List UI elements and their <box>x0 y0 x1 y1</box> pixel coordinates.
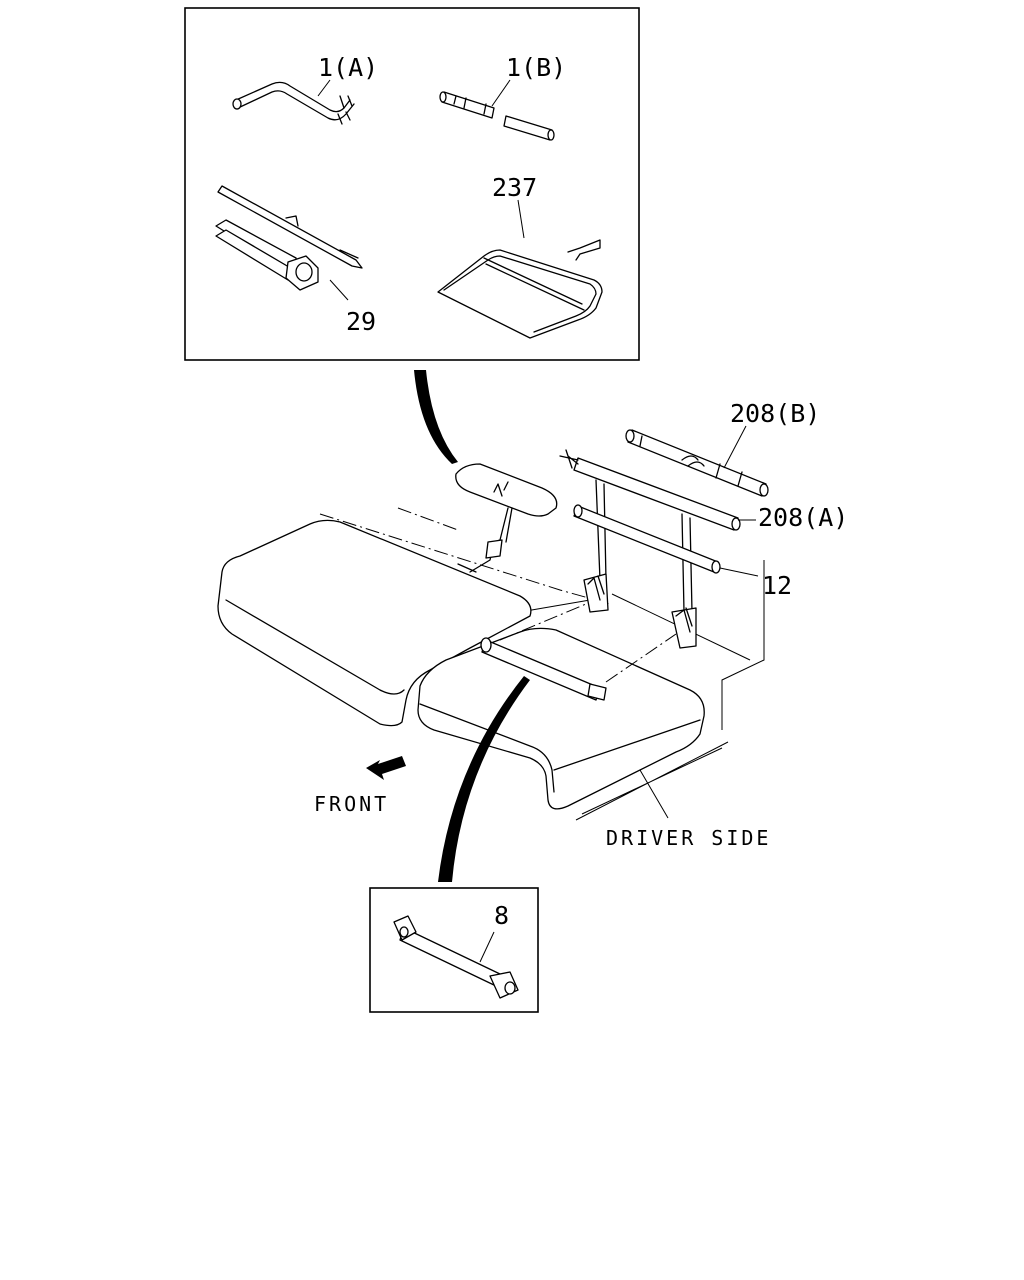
right-seat-cushion <box>417 627 705 810</box>
driver-side-caption: DRIVER SIDE <box>606 826 771 850</box>
wrench-inset-frame <box>369 887 539 1013</box>
rod-208a-part <box>559 449 741 531</box>
rod-208b-part <box>625 429 769 497</box>
label-237-leader <box>517 199 525 239</box>
rod-12-part <box>573 504 721 574</box>
label-208b-leader <box>723 425 747 469</box>
callout-arrow-top <box>414 370 458 464</box>
seat-back-struts <box>583 479 697 649</box>
tool-set-part <box>215 185 363 291</box>
label-12-leader <box>719 567 759 577</box>
label-1b-leader <box>491 79 511 107</box>
label-1a: 1(A) <box>318 53 378 82</box>
label-208b: 208(B) <box>730 399 820 428</box>
crank-handle-part <box>232 81 355 125</box>
tool-kit-inset-frame <box>184 7 640 361</box>
label-12: 12 <box>762 571 792 600</box>
label-8-leader <box>479 931 495 963</box>
callout-arrow-bottom <box>438 676 530 882</box>
extension-rod-part <box>439 91 555 141</box>
label-29-leader <box>329 279 349 301</box>
label-29: 29 <box>346 307 376 336</box>
front-caption: FRONT <box>314 792 389 816</box>
label-8: 8 <box>494 901 509 930</box>
label-1b: 1(B) <box>506 53 566 82</box>
tool-bag-part <box>437 239 603 339</box>
rod-8-on-seat <box>480 603 677 701</box>
label-208a: 208(A) <box>758 503 848 532</box>
label-237: 237 <box>492 173 537 202</box>
wheel-wrench-part <box>393 915 519 999</box>
side-rail <box>575 741 729 821</box>
front-arrow-icon <box>366 756 406 780</box>
headrest-bag <box>455 463 558 573</box>
label-1a-leader <box>317 79 331 97</box>
